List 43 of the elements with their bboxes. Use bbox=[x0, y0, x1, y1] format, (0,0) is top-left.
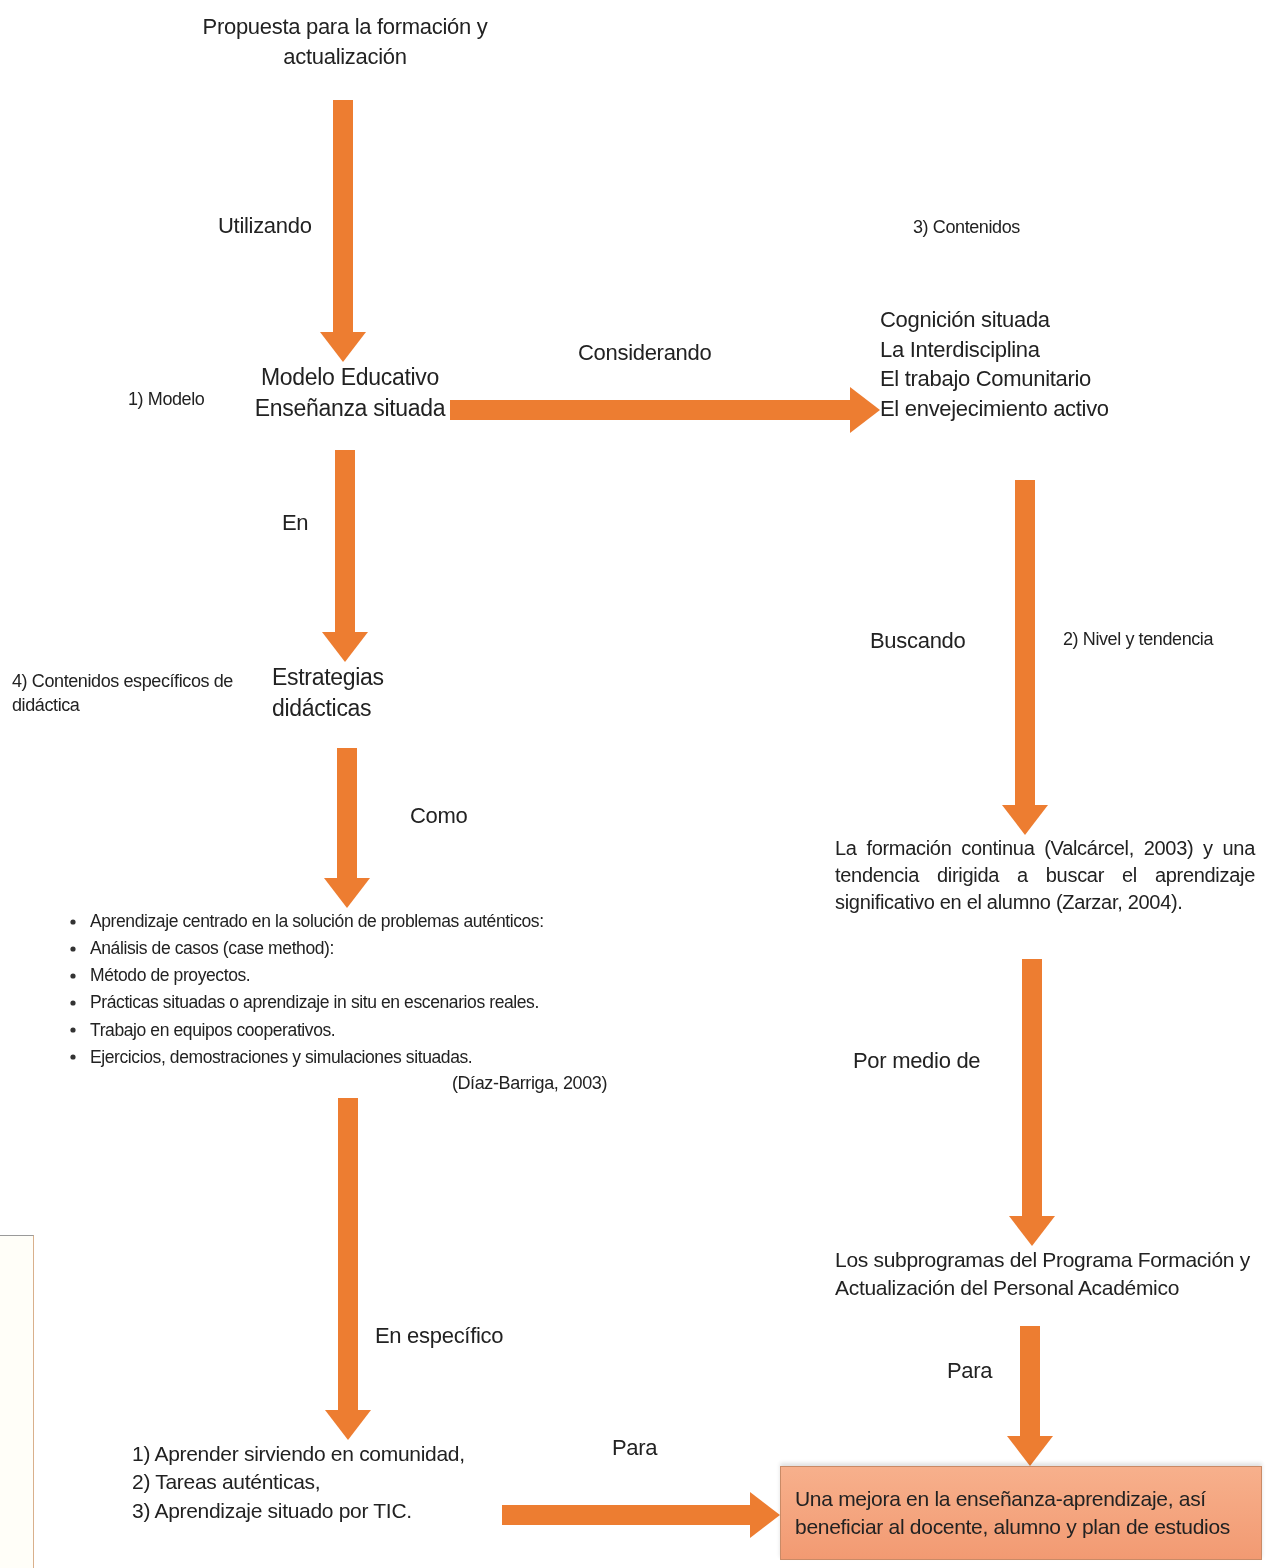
edge-label: Para bbox=[947, 1358, 993, 1384]
edge-label: En específico bbox=[375, 1323, 504, 1349]
block-arrow bbox=[1009, 959, 1055, 1246]
edge-label: Buscando bbox=[870, 628, 966, 654]
edge-label: En bbox=[282, 510, 309, 536]
result-box bbox=[780, 1466, 1262, 1560]
block-arrow bbox=[322, 450, 368, 662]
note-label: 2) Nivel y tendencia bbox=[1063, 628, 1214, 651]
list-item: Ejercicios, demostraciones y simulaciones situadas. bbox=[90, 1045, 473, 1069]
edge-label: Como bbox=[410, 803, 468, 829]
block-arrow bbox=[502, 1492, 780, 1538]
edge-label: Por medio de bbox=[853, 1048, 981, 1074]
block-arrow bbox=[450, 387, 880, 433]
edge-label: Para bbox=[612, 1435, 658, 1461]
box-text: Una mejora en la enseñanza-aprendizaje, así beneficiar al docente, alumno y plan de estudios bbox=[795, 1485, 1232, 1540]
text: La formación continua (Valcárcel, 2003) y una tendencia dirigida a buscar el aprendizaje significativo en el alumno (Zarzar, 2004). bbox=[835, 836, 1255, 915]
list-item: El trabajo Comunitario bbox=[880, 365, 1093, 394]
list-item: Cognición situada bbox=[880, 306, 1051, 334]
edge-label: Utilizando bbox=[218, 213, 312, 239]
edge-label: Considerando bbox=[578, 340, 712, 366]
list-item: 3) Aprendizaje situado por TIC. bbox=[132, 1497, 413, 1524]
block-arrow bbox=[1002, 480, 1048, 835]
citation-text: (Díaz-Barriga, 2003) bbox=[450, 1072, 607, 1094]
text: Estrategias didácticas bbox=[272, 663, 385, 724]
text: Los subprogramas del Programa Formación y Actualización del Personal Académico bbox=[835, 1247, 1251, 1302]
text: Propuesta para la formación y actualización bbox=[201, 13, 489, 71]
list-item: 1) Aprender sirviendo en comunidad, bbox=[132, 1441, 466, 1467]
list-item: Aprendizaje centrado en la solución de problemas auténticos: bbox=[90, 910, 544, 933]
list-item: Prácticas situadas o aprendizaje in situ en escenarios reales. bbox=[90, 991, 539, 1015]
list-item: 2) Tareas auténticas, bbox=[132, 1469, 322, 1496]
list-item: La Interdisciplina bbox=[880, 335, 1041, 364]
note-label: 4) Contenidos específicos de didáctica bbox=[12, 670, 234, 718]
list-item: Trabajo en equipos cooperativos. bbox=[90, 1018, 336, 1042]
block-arrow bbox=[1007, 1326, 1053, 1466]
block-arrow bbox=[320, 100, 366, 362]
note-label: 3) Contenidos bbox=[913, 216, 1020, 239]
list-item: Análisis de casos (case method): bbox=[90, 937, 334, 961]
list-item: El envejecimiento activo bbox=[880, 395, 1110, 424]
block-arrow bbox=[325, 1098, 371, 1440]
text: Modelo Educativo Enseñanza situada bbox=[253, 363, 447, 424]
note-label: 1) Modelo bbox=[128, 388, 205, 411]
block-arrow bbox=[324, 748, 370, 908]
list-item: Método de proyectos. bbox=[90, 964, 251, 988]
